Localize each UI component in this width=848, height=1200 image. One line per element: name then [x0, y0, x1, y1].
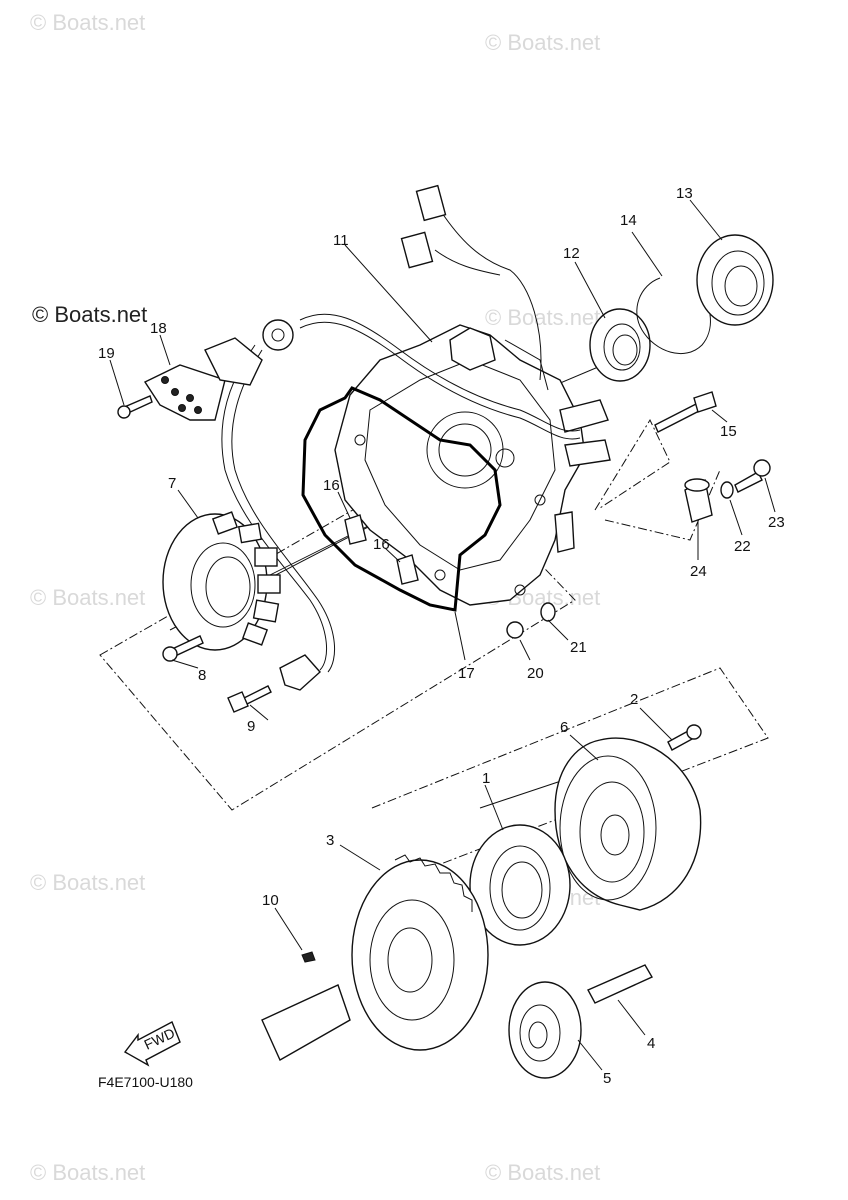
watermark: © Boats.net	[30, 870, 145, 895]
part-10-woodruff-key	[301, 951, 316, 963]
part-9-bolt	[227, 685, 272, 713]
part-17-gasket	[301, 386, 502, 612]
watermark: © Boats.net	[485, 1160, 600, 1185]
callout-1: 1	[482, 770, 490, 787]
callout-3: 3	[326, 832, 334, 849]
part-11-housing	[334, 324, 611, 606]
callout-20: 20	[527, 665, 544, 682]
callout-labels: 1 2 3 4 5 6 7 8 9 10 11 12 13 14 15 16 1…	[98, 185, 785, 1087]
watermark: © Boats.net	[30, 585, 145, 610]
callout-7: 7	[168, 475, 176, 492]
wiring-harness	[221, 184, 581, 673]
watermark-primary: © Boats.net	[32, 302, 147, 327]
part-7-stator	[162, 511, 281, 651]
diagram-code: F4E7100-U180	[98, 1074, 193, 1090]
part-13-oil-seal	[696, 234, 774, 326]
part-16-dowel-pins	[344, 514, 419, 585]
callout-19: 19	[98, 345, 115, 362]
part-5-idler-gear	[508, 981, 582, 1079]
callout-18: 18	[150, 320, 167, 337]
callout-6: 6	[560, 719, 568, 736]
callout-16: 16	[373, 536, 390, 553]
part-4-shaft	[587, 964, 653, 1004]
part-2-bolt	[667, 724, 702, 751]
part-22-washer	[720, 481, 734, 499]
callout-11: 11	[333, 232, 349, 249]
callout-10: 10	[262, 892, 279, 909]
part-12-bearing	[589, 308, 651, 382]
watermark: © Boats.net	[485, 30, 600, 55]
callout-5: 5	[603, 1070, 611, 1087]
part-1-one-way-clutch	[469, 824, 571, 946]
callout-14: 14	[620, 212, 637, 229]
fwd-arrow-icon: FWD	[123, 1021, 181, 1067]
leader-lines	[109, 199, 776, 1071]
crankshaft-end	[261, 984, 351, 1061]
callout-4: 4	[647, 1035, 655, 1052]
part-24-sensor	[684, 478, 713, 523]
part-18-sensor-bracket	[143, 337, 263, 421]
callout-23: 23	[768, 514, 785, 531]
watermark: © Boats.net	[30, 10, 145, 35]
part-23-bolt	[734, 459, 771, 493]
callout-8: 8	[198, 667, 206, 684]
callout-12: 12	[563, 245, 580, 262]
part-19-bolt	[117, 395, 153, 419]
callout-17: 17	[458, 665, 475, 682]
part-15-bolt	[654, 391, 717, 433]
part-20-bolt	[506, 621, 524, 639]
callout-22: 22	[734, 538, 751, 555]
callout-16: 16	[323, 477, 340, 494]
callout-9: 9	[247, 718, 255, 735]
callout-13: 13	[676, 185, 693, 202]
part-14-circlip	[636, 277, 711, 354]
callout-24: 24	[690, 563, 707, 580]
wire-connector	[279, 654, 321, 691]
part-3-starter-gear	[351, 854, 489, 1051]
callout-15: 15	[720, 423, 737, 440]
part-8-bolt	[162, 635, 204, 662]
watermark: © Boats.net	[485, 305, 600, 330]
watermark: © Boats.net	[30, 1160, 145, 1185]
part-21-washer	[540, 602, 556, 622]
callout-21: 21	[570, 639, 587, 656]
callout-2: 2	[630, 691, 638, 708]
part-6-flywheel-rotor	[554, 737, 702, 911]
